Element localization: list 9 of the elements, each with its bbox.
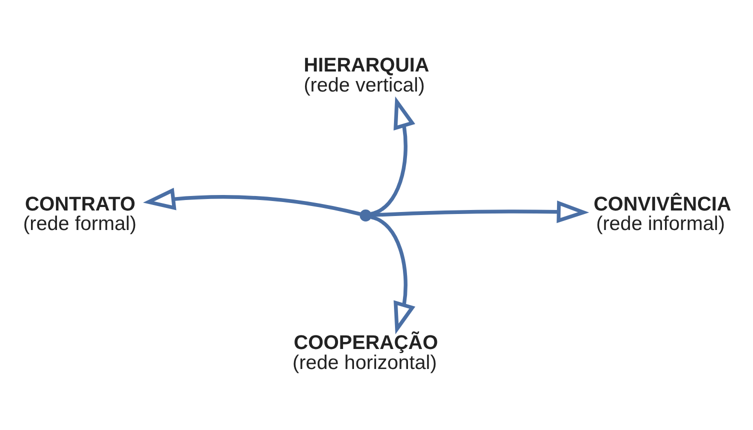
node-text: CONVIVÊNCIA (rede informal) <box>594 192 732 235</box>
arrow <box>370 214 416 334</box>
arrow <box>371 200 590 223</box>
arrow <box>370 96 416 216</box>
node-text: COOPERAÇÃO (rede horizontal) <box>292 332 438 374</box>
node-point <box>360 209 372 221</box>
node-text: HIERARQUIA (rede vertical) <box>304 54 430 96</box>
node-text: CONTRATO (rede formal) <box>23 192 136 235</box>
arrow <box>143 187 361 216</box>
